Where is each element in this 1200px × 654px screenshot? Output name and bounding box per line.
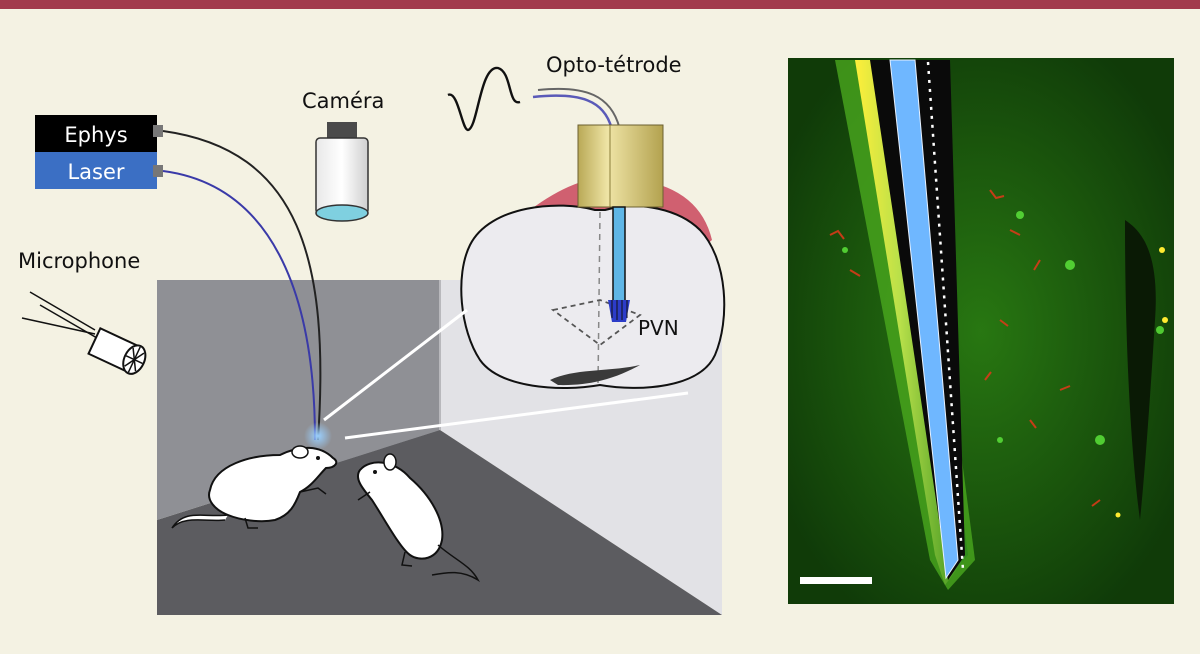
opto-tetrode-shaft [608,206,630,322]
opto-wire [537,87,621,131]
implant [577,124,664,208]
arena-back-wall [157,280,440,520]
laser-glow [304,422,332,450]
opto-tetrode-label: Opto-tétrode [546,53,682,77]
zoom-line-upper [323,308,468,422]
histology-micrograph [788,58,1174,604]
ephys-label: Ephys [64,123,127,147]
rat-intruder [356,453,480,583]
top-rule [0,0,1200,9]
brain-section [460,176,726,389]
laser-fiber [162,170,316,441]
microphone-label: Microphone [18,249,140,273]
ephys-cable [162,130,322,441]
laser-box: Laser [35,152,163,189]
scale-bar [800,577,872,584]
rat-implanted [171,445,338,529]
camera-label: Caméra [302,89,384,113]
opto-fiber [532,94,614,131]
microphone-icon [21,291,147,375]
zoom-line-lower [344,391,689,440]
spike-waveform-icon [447,66,521,132]
ephys-box: Ephys [35,115,163,152]
pvn-label: PVN [638,316,679,340]
laser-label: Laser [67,160,124,184]
camera-icon [315,122,369,222]
